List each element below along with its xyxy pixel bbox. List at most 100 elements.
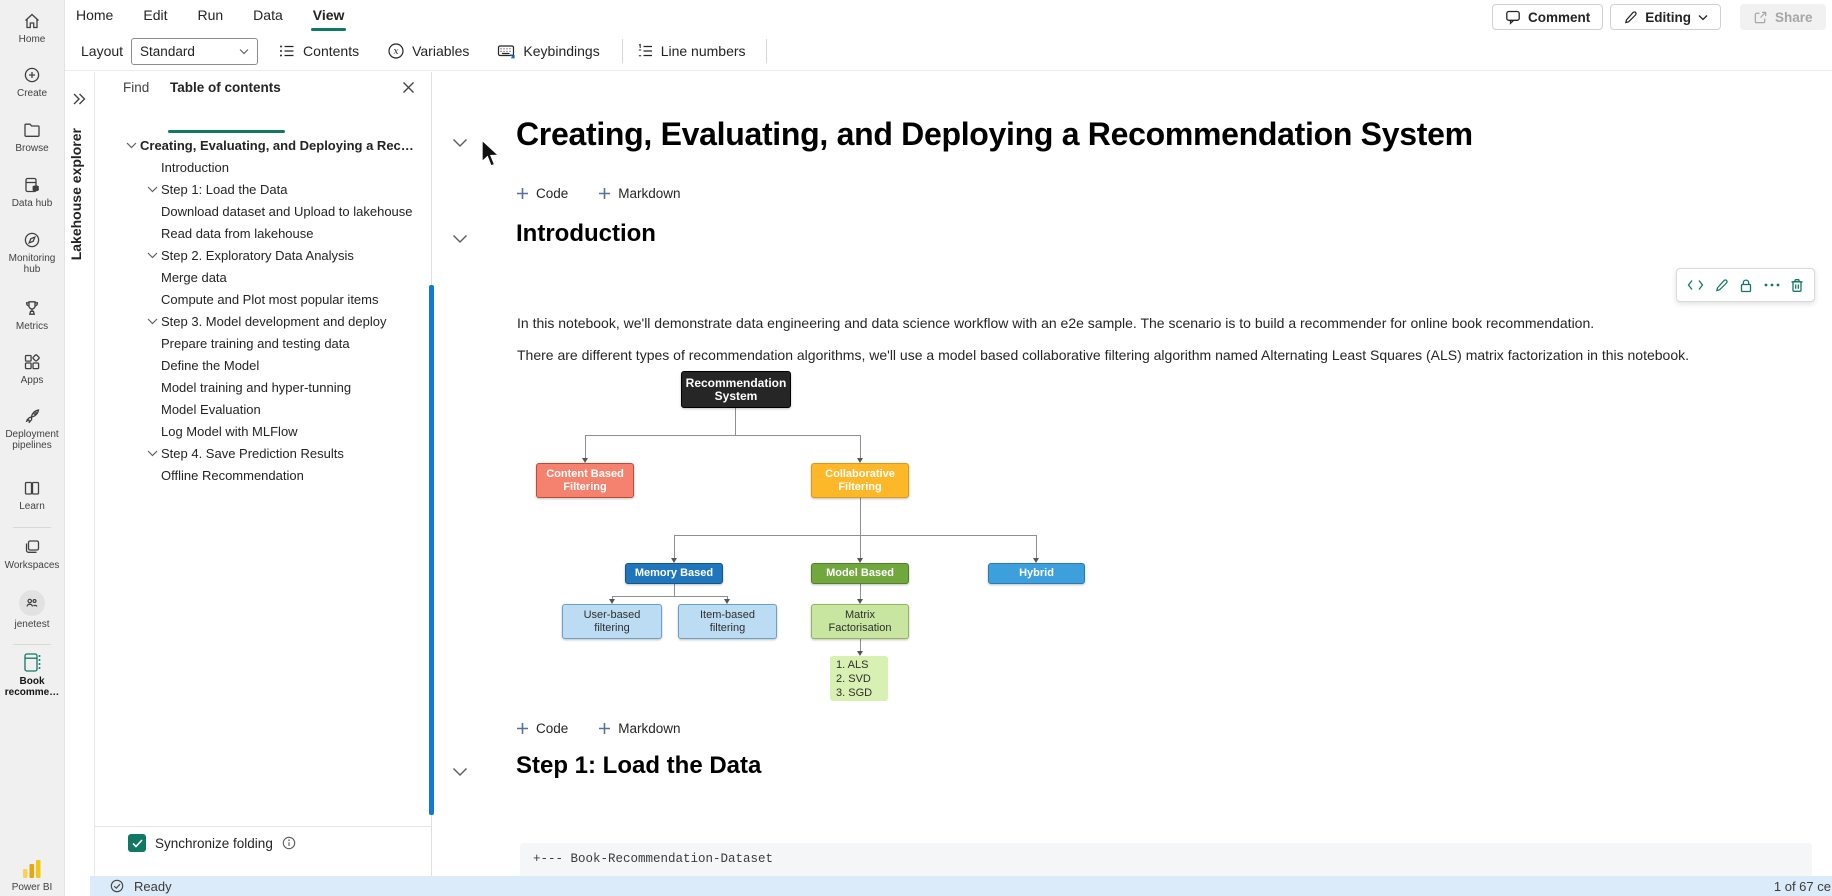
sidebar-item-home[interactable]: Home (0, 10, 64, 45)
chevron-down-icon[interactable] (144, 318, 161, 325)
sidebar-item-browse[interactable]: Browse (0, 119, 64, 154)
layout-label: Layout (81, 43, 124, 59)
toc-item[interactable]: Offline Recommendation (161, 467, 304, 483)
notebook-canvas: Creating, Evaluating, and Deploying a Re… (437, 72, 1832, 876)
chevron-down-icon[interactable] (144, 450, 161, 457)
notebook-scrollbar[interactable] (429, 285, 434, 815)
chevron-down-icon[interactable] (144, 252, 161, 259)
lakehouse-explorer-title[interactable]: Lakehouse explorer (68, 128, 84, 261)
rail-divider (13, 644, 51, 645)
editing-mode-button[interactable]: Editing (1610, 4, 1722, 30)
contents-icon (278, 42, 296, 60)
active-tab-underline (168, 130, 285, 133)
sidebar-item-deployment-pipelines[interactable]: Deployment pipelines (0, 405, 64, 451)
toc-item[interactable]: Step 3. Model development and deploy (94, 310, 431, 332)
comment-button[interactable]: Comment (1492, 4, 1604, 30)
chevron-down-icon[interactable] (123, 142, 140, 149)
add-code-button[interactable]: Code (516, 186, 568, 201)
diagram-connector (585, 435, 586, 458)
recommendation-system-diagram: Recommendation System Content Based Filt… (531, 370, 1093, 708)
ready-check-icon (110, 879, 124, 893)
sidebar-item-label: Data hub (11, 198, 53, 209)
menu-data[interactable]: Data (253, 7, 283, 23)
diagram-arrowhead (856, 599, 863, 604)
sidebar-item-create[interactable]: Create (0, 64, 64, 99)
diagram-connector (860, 498, 861, 535)
add-markdown-button[interactable]: Markdown (598, 186, 681, 201)
introduction-heading[interactable]: Introduction (516, 220, 656, 247)
collapse-cell-icon[interactable] (452, 138, 468, 148)
sidebar-item-monitoring-hub[interactable]: Monitoring hub (0, 229, 64, 275)
close-icon[interactable] (399, 78, 418, 97)
chevron-down-icon (1698, 14, 1708, 21)
share-button[interactable]: Share (1740, 4, 1826, 30)
chevron-down-icon[interactable] (144, 186, 161, 193)
code-cell[interactable]: +--- Book-Recommendation-Dataset (520, 843, 1812, 876)
cell-count: 1 of 67 ce (1773, 878, 1831, 894)
toc-item[interactable]: Introduction (161, 159, 229, 175)
edit-cell-icon[interactable] (1714, 278, 1729, 293)
collapse-cell-icon[interactable] (452, 767, 468, 777)
lakehouse-explorer-strip: Lakehouse explorer (64, 72, 95, 896)
tab-table-of-contents[interactable]: Table of contents (170, 80, 281, 95)
menu-run[interactable]: Run (197, 7, 224, 23)
diagram-arrowhead (856, 458, 863, 463)
menu-edit[interactable]: Edit (143, 7, 168, 23)
synchronize-folding-checkbox[interactable] (128, 834, 146, 852)
intro-paragraph: In this notebook, we'll demonstrate data… (517, 315, 1595, 331)
add-markdown-button[interactable]: Markdown (598, 721, 681, 736)
toc-item[interactable]: Compute and Plot most popular items (161, 291, 379, 307)
diagram-connector (674, 535, 675, 558)
toc-item[interactable]: Download dataset and Upload to lakehouse (161, 203, 413, 219)
line-numbers-button[interactable]: Line numbers (636, 42, 746, 60)
contents-button[interactable]: Contents (278, 42, 359, 60)
lock-cell-icon[interactable] (1739, 278, 1753, 293)
toc-item[interactable]: Merge data (161, 269, 227, 285)
add-code-button[interactable]: Code (516, 721, 568, 736)
step1-heading[interactable]: Step 1: Load the Data (516, 752, 762, 779)
toc-item[interactable]: Step 4. Save Prediction Results (94, 442, 431, 464)
share-icon (1753, 10, 1768, 25)
toc-item[interactable]: Prepare training and testing data (161, 335, 350, 351)
sidebar-item-label: Home (18, 34, 46, 45)
menu-view[interactable]: View (310, 0, 347, 32)
sidebar-item-label: Browse (15, 143, 49, 154)
notebook-title-heading[interactable]: Creating, Evaluating, and Deploying a Re… (516, 116, 1473, 152)
layout-select[interactable]: Standard (131, 37, 259, 65)
toc-item[interactable]: Read data from lakehouse (161, 225, 314, 241)
more-options-icon[interactable] (1764, 283, 1780, 287)
toc-item[interactable]: Step 1: Load the Data (94, 178, 431, 200)
toc-item[interactable]: Creating, Evaluating, and Deploying a Re… (94, 134, 431, 156)
toc-item[interactable]: Log Model with MLFlow (161, 423, 298, 439)
trophy-icon (22, 297, 42, 318)
sidebar-item-book-recommendation[interactable]: Book recomme… (0, 652, 64, 698)
cell-toolbar (1676, 268, 1815, 302)
diagram-arrowhead (1032, 558, 1039, 563)
sidebar-item-metrics[interactable]: Metrics (0, 297, 64, 332)
diagram-arrowhead (856, 651, 863, 656)
convert-to-code-icon[interactable] (1687, 279, 1704, 291)
sidebar-item-apps[interactable]: Apps (0, 351, 64, 386)
variables-button[interactable]: x Variables (387, 42, 469, 60)
toc-item[interactable]: Step 2. Exploratory Data Analysis (94, 244, 431, 266)
sidebar-item-workspaces[interactable]: Workspaces (0, 536, 64, 571)
diagram-connector (860, 435, 861, 458)
sidebar-item-jenetest[interactable]: jenetest (0, 590, 64, 630)
toc-item[interactable]: Model training and hyper-tunning (161, 379, 352, 395)
expand-panel-icon[interactable] (71, 92, 87, 106)
collapse-cell-icon[interactable] (452, 234, 468, 244)
toc-item[interactable]: Model Evaluation (161, 401, 261, 417)
rail-divider (13, 527, 51, 528)
apps-icon (22, 351, 42, 372)
diagram-node-recommendation-system: Recommendation System (681, 371, 791, 408)
menu-home[interactable]: Home (76, 7, 114, 23)
keybindings-button[interactable]: Keybindings (497, 42, 600, 60)
info-icon[interactable] (282, 836, 296, 850)
rocket-icon (22, 405, 42, 426)
sidebar-item-data-hub[interactable]: Data hub (0, 174, 64, 209)
sidebar-item-learn[interactable]: Learn (0, 477, 64, 512)
sidebar-item-label: jenetest (14, 619, 50, 630)
toc-item[interactable]: Define the Model (161, 357, 260, 373)
tab-find[interactable]: Find (123, 80, 150, 95)
delete-cell-icon[interactable] (1790, 278, 1804, 293)
